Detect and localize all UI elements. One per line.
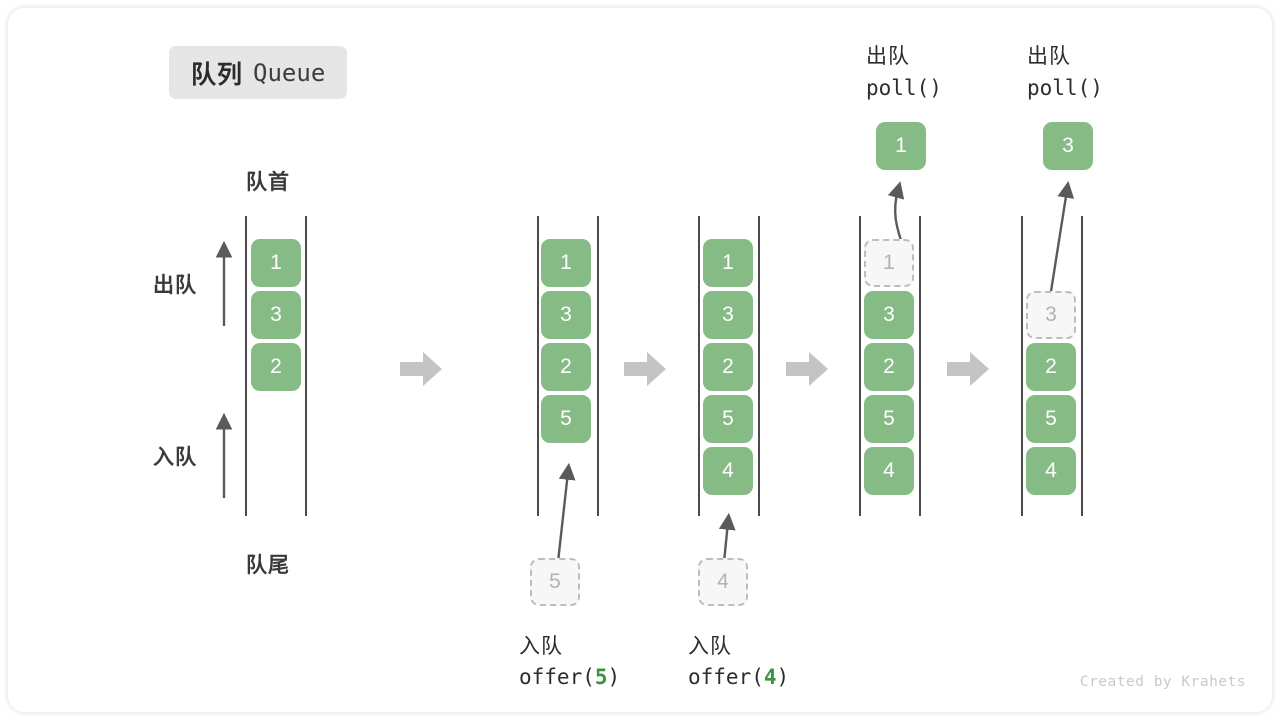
queue-cell: 5 <box>864 395 914 443</box>
step-chevron-4 <box>947 352 989 386</box>
incoming-element-5: 5 <box>530 558 580 606</box>
queue-cell: 3 <box>251 291 301 339</box>
queue-cell: 5 <box>541 395 591 443</box>
offer-4-code-pre: offer( <box>688 665 764 689</box>
step-chevron-2 <box>624 352 666 386</box>
poll-3-caption-code: poll() <box>1027 76 1103 100</box>
queue-tail-label: 队尾 <box>246 554 290 577</box>
queue-rail-right-4 <box>919 216 921 516</box>
diagram-title: 队列 Queue <box>169 46 348 99</box>
enqueue-direction-label: 入队 <box>153 446 197 469</box>
offer-5-caption-code: offer(5) <box>519 665 620 689</box>
queue-cell: 5 <box>703 395 753 443</box>
dequeue-direction-arrow <box>215 240 233 326</box>
offer-4-code-post: ) <box>776 665 790 689</box>
enqueue-direction-arrow <box>215 412 233 498</box>
poll-1-caption-cn: 出队 <box>866 45 910 68</box>
queue-rail-right-3 <box>758 216 760 516</box>
enqueue-motion-arrow-5 <box>556 462 576 563</box>
queue-cell: 1 <box>251 239 301 287</box>
queue-rail-right-2 <box>597 216 599 516</box>
queue-cell: 3 <box>1026 291 1076 339</box>
popped-element-1: 1 <box>876 122 926 170</box>
queue-rail-left-2 <box>537 216 539 516</box>
queue-cell: 5 <box>1026 395 1076 443</box>
enqueue-motion-arrow-4 <box>718 512 736 563</box>
offer-5-code-post: ) <box>607 665 621 689</box>
dequeue-direction-label: 出队 <box>153 274 197 297</box>
offer-4-caption-cn: 入队 <box>688 635 732 658</box>
title-cn: 队列 <box>191 60 244 89</box>
incoming-element-4: 4 <box>698 558 748 606</box>
offer-4-caption-code: offer(4) <box>688 665 789 689</box>
title-en: Queue <box>253 58 326 87</box>
queue-rail-left-5 <box>1021 216 1023 516</box>
queue-cell: 3 <box>541 291 591 339</box>
queue-cell: 2 <box>1026 343 1076 391</box>
offer-4-code-arg: 4 <box>763 665 777 689</box>
queue-head-label: 队首 <box>246 171 290 194</box>
dequeue-motion-arrow-3 <box>1047 180 1075 305</box>
queue-rail-left-4 <box>859 216 861 516</box>
step-chevron-1 <box>400 352 442 386</box>
queue-cell: 3 <box>703 291 753 339</box>
step-chevron-3 <box>786 352 828 386</box>
poll-1-caption-code: poll() <box>866 76 942 100</box>
offer-5-caption-cn: 入队 <box>519 635 563 658</box>
queue-cell: 4 <box>864 447 914 495</box>
queue-rail-left-3 <box>698 216 700 516</box>
queue-rail-left-1 <box>245 216 247 516</box>
queue-cell: 1 <box>703 239 753 287</box>
queue-cell: 4 <box>1026 447 1076 495</box>
queue-cell: 2 <box>541 343 591 391</box>
queue-cell: 4 <box>703 447 753 495</box>
poll-3-caption-cn: 出队 <box>1027 45 1071 68</box>
queue-cell: 2 <box>703 343 753 391</box>
queue-rail-right-5 <box>1081 216 1083 516</box>
queue-cell: 1 <box>864 239 914 287</box>
queue-cell: 2 <box>251 343 301 391</box>
offer-5-code-arg: 5 <box>594 665 608 689</box>
queue-cell: 1 <box>541 239 591 287</box>
credit-text: Created by Krahets <box>1079 674 1246 690</box>
queue-cell: 3 <box>864 291 914 339</box>
popped-element-3: 3 <box>1043 122 1093 170</box>
queue-rail-right-1 <box>305 216 307 516</box>
queue-cell: 2 <box>864 343 914 391</box>
offer-5-code-pre: offer( <box>519 665 595 689</box>
